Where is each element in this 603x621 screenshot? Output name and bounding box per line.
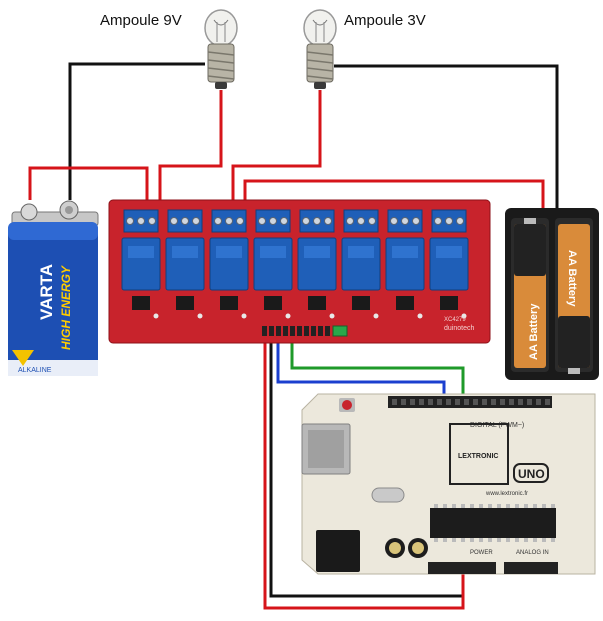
bulb-3v-label: Ampoule 3V [344, 12, 426, 29]
relay-unit [341, 209, 381, 319]
wire-red-vcc [263, 332, 465, 610]
relay-unit [121, 209, 161, 319]
battery-brand-text: VARTA [37, 264, 56, 320]
arduino-brand-text: LEXTRONIC [458, 453, 498, 460]
wire-blue-signal [276, 332, 446, 402]
wires [28, 62, 559, 610]
aa-battery-pack: AA Battery AA Battery [505, 208, 599, 380]
battery-line-text: HIGH ENERGY [59, 265, 73, 350]
wire-red-9v-relay [28, 166, 149, 222]
arduino-power-label: POWER [470, 550, 493, 556]
battery-type-text: ALKALINE [18, 367, 52, 374]
relay-unit [385, 209, 425, 319]
wire-green-signal [290, 332, 465, 402]
bulb-3v [303, 9, 337, 89]
bulb-9v [204, 9, 238, 89]
arduino-analog-label: ANALOG IN [516, 550, 549, 556]
relay-board-model: XC4279 [444, 317, 466, 323]
relay-unit [253, 209, 293, 319]
relay-unit [429, 209, 469, 319]
arduino-board: DIGITAL (PWM~) LEXTRONIC UNO www.lextron… [301, 393, 596, 575]
relay-board: duinotech XC4279 [108, 199, 491, 344]
relay-unit [297, 209, 337, 319]
aa-cell-right-label: AA Battery [566, 250, 578, 307]
relay-board-logo: duinotech [444, 325, 474, 332]
jumper [332, 325, 348, 337]
arduino-digital-label: DIGITAL (PWM~) [470, 422, 524, 429]
bulb-9v-label: Ampoule 9V [100, 12, 182, 29]
relay-unit [209, 209, 249, 319]
relay-input-header [262, 326, 330, 336]
wire-black-9v-bulb [68, 62, 205, 200]
wire-red-bulb3v-relay [231, 90, 322, 222]
arduino-model-text: UNO [518, 467, 545, 481]
wire-red-bulb9v-relay [158, 90, 223, 222]
wire-black-bulb3v-aa [334, 64, 559, 212]
aa-cell-left-label: AA Battery [528, 303, 540, 360]
relay-unit [165, 209, 205, 319]
arduino-website-text: www.lextronic.fr [485, 491, 528, 497]
battery-9v: VARTA HIGH ENERGY ALKALINE [8, 200, 99, 376]
